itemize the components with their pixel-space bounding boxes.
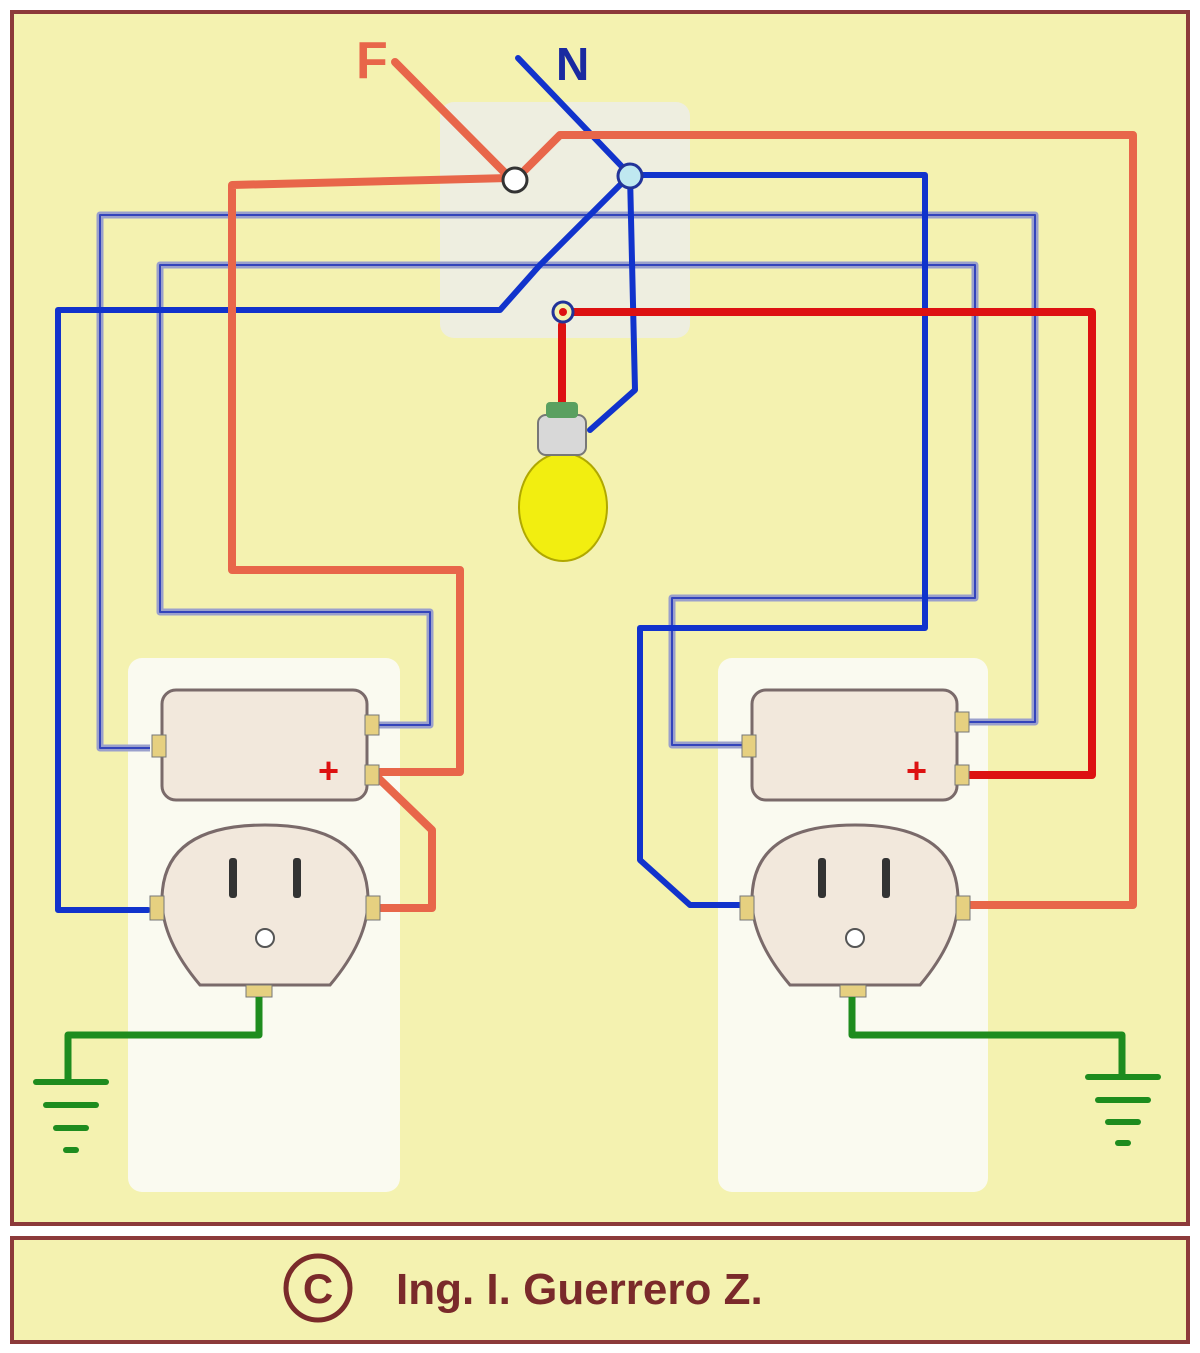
credit-author: Ing. I. Guerrero Z. (396, 1265, 763, 1314)
phase-label: F (356, 32, 388, 90)
lamp (518, 402, 608, 562)
right-switch-terminal-left (741, 734, 757, 758)
left-outlet-terminal-left (149, 895, 165, 921)
neutral-terminal (616, 162, 644, 190)
left-outlet-slot-left (229, 858, 237, 898)
left-outlet-slot-right (293, 858, 301, 898)
lamp-socket (537, 414, 587, 456)
ground-symbol-left (33, 1079, 109, 1153)
left-outlet-terminal-right (365, 895, 381, 921)
right-outlet (739, 823, 971, 998)
traveler-wire-cores (99, 214, 1036, 749)
left-switch-plus-sign: + (318, 750, 339, 791)
right-switch (741, 688, 970, 802)
right-outlet-body (750, 823, 960, 987)
lamp-socket-cap (546, 402, 578, 418)
copyright-symbol: C (303, 1265, 333, 1312)
neutral-wires (55, 55, 928, 913)
right-switch-terminal-top (954, 711, 970, 733)
right-outlet-terminal-left (739, 895, 755, 921)
right-outlet-slot-right (882, 858, 890, 898)
right-outlet-terminal-right (955, 895, 971, 921)
return-terminal-dot (559, 308, 567, 316)
ground-wires (64, 997, 1126, 1080)
left-switch (151, 688, 380, 802)
junction-box (440, 102, 690, 338)
left-outlet-body (160, 823, 370, 987)
phase-wires (228, 58, 1137, 912)
return-wires (558, 308, 1096, 779)
copyright-circle (283, 1253, 353, 1323)
left-switch-terminal-bottom (364, 764, 380, 786)
right-switch-terminal-bottom (954, 764, 970, 786)
right-outlet-terminal-ground (839, 984, 867, 998)
right-switch-plus-sign: + (906, 750, 927, 791)
left-outlet-terminal-ground (245, 984, 273, 998)
left-outlet (149, 823, 381, 998)
neutral-label: N (556, 38, 589, 90)
left-switch-terminal-top (364, 714, 380, 736)
lamp-bulb (518, 452, 608, 562)
left-outlet-ground-hole (255, 928, 275, 948)
credit-panel (10, 1236, 1190, 1344)
phase-terminal (501, 166, 529, 194)
left-switch-terminal-left (151, 734, 167, 758)
right-outlet-ground-hole (845, 928, 865, 948)
ground-symbol-right (1085, 1074, 1161, 1146)
right-outlet-slot-left (818, 858, 826, 898)
